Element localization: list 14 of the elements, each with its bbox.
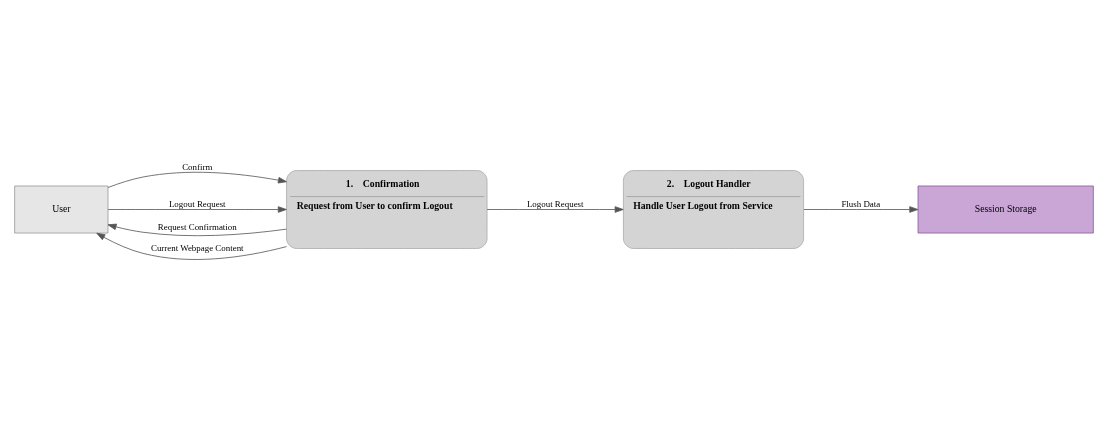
node-box: User	[14, 185, 109, 234]
edge-label: Current Webpage Content	[150, 242, 244, 253]
node-box: Session Storage	[917, 185, 1094, 234]
edge-label: Logout Request	[168, 198, 226, 209]
edge-label: Confirm	[182, 162, 213, 173]
arrow	[486, 206, 624, 213]
arrow	[107, 171, 287, 188]
arrow	[107, 206, 287, 213]
edge-label: Logout Request	[526, 198, 584, 209]
edge-label: Flush Data	[841, 198, 881, 209]
arrow	[107, 223, 287, 237]
arrow	[96, 232, 287, 260]
arrow	[803, 206, 919, 213]
edge-label: Request Confirmation	[157, 221, 237, 232]
